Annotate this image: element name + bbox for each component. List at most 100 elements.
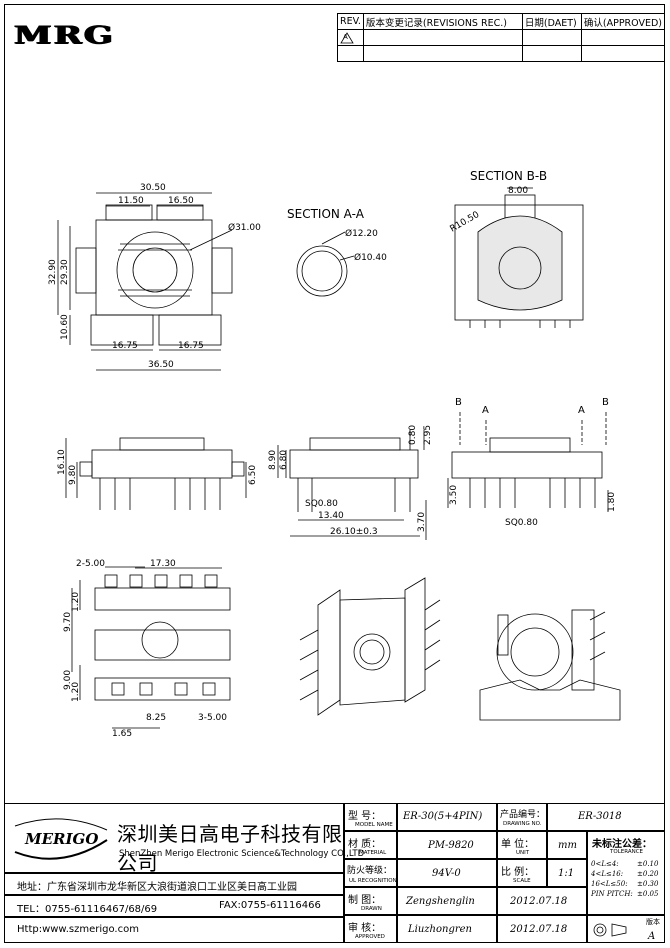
unit-label-en: UNIT <box>516 850 530 856</box>
label-a-right: A <box>578 405 585 416</box>
dim-top-dia31: Ø31.00 <box>228 222 261 233</box>
label-a-left: A <box>482 405 489 416</box>
top-view <box>57 192 233 371</box>
engineering-drawing: SECTION A-A SECTION B-B 30.50 11.50 16.5… <box>48 169 621 739</box>
dim-top-29-30: 29.30 <box>60 259 70 285</box>
side-view <box>277 430 427 540</box>
drawn-date: 2012.07.18 <box>510 896 568 907</box>
tel: TEL：0755-61116467/68/69 <box>17 904 158 915</box>
isometric-view-left <box>299 577 441 716</box>
dim-right-3-50: 3.50 <box>449 485 459 505</box>
dim-bottom-1-20-top: 1.20 <box>71 592 81 612</box>
dim-right-sq0-80: SQ0.80 <box>505 518 538 528</box>
dim-front-16-10: 16.10 <box>57 449 67 475</box>
tolerance-row: 0<L≤4: ±0.10 <box>591 860 659 868</box>
approved-value-cell: Liuzhongren <box>397 915 497 943</box>
company-name-cn: 深圳美日高电子科技有限公司 <box>117 822 343 875</box>
section-bb-label: SECTION B-B <box>470 169 547 183</box>
approved-value: Liuzhongren <box>408 924 472 935</box>
ul-value-cell: 94V-0 <box>397 859 497 887</box>
material-value-cell: PM-9820 <box>397 831 497 859</box>
approved-label: 审 核： <box>348 923 382 934</box>
model-label-cell: 型 号： MODEL NAME <box>344 803 397 831</box>
unit-value-cell: mm <box>547 831 587 859</box>
http: Http:www.szmerigo.com <box>17 924 139 935</box>
material-label-en: MATERIAL <box>359 850 387 856</box>
scale-label: 比 例： <box>501 867 535 878</box>
drawn-value: Zengshenglin <box>406 896 475 907</box>
dim-top-16-75-left: 16.75 <box>112 341 138 351</box>
drawing-no-label-en: DRAWING NO. <box>503 821 542 827</box>
model-label-en: MODEL NAME <box>355 822 393 828</box>
material-label: 材 质： <box>348 839 382 850</box>
dim-front-9-80: 9.80 <box>68 465 78 485</box>
drawn-label-cell: 制 图： DRAWN <box>344 887 397 915</box>
ul-value: 94V-0 <box>432 868 461 879</box>
drawn-date-cell: 2012.07.18 <box>497 887 587 915</box>
tolerance-list: 0<L≤4: ±0.10 4<L≤16: ±0.20 16<L≤50: ±0.3… <box>591 859 659 899</box>
unit-value: mm <box>558 840 577 851</box>
title-block: MERIGO 深圳美日高电子科技有限公司 ShenZhen Merigo Ele… <box>4 803 665 943</box>
dim-top-36-50: 36.50 <box>148 360 174 370</box>
unit-label-cell: 单 位： UNIT <box>497 831 547 859</box>
approved-label-en: APPROVED <box>355 934 385 940</box>
model-label: 型 号： <box>348 811 382 822</box>
approved-label-cell: 审 核： APPROVED <box>344 915 397 943</box>
dim-bottom-1-65: 1.65 <box>112 729 132 739</box>
dim-side-8-90: 8.90 <box>268 450 278 470</box>
drawing-no-label: 产品编号： <box>500 810 546 820</box>
dim-side-3-70: 3.70 <box>417 512 427 532</box>
dim-side-0-80: 0.80 <box>408 425 418 445</box>
right-view <box>447 412 609 512</box>
dim-bottom-17-30: 17.30 <box>150 559 176 569</box>
http-cell: Http:www.szmerigo.com <box>4 917 344 943</box>
dim-side-13-40: 13.40 <box>318 511 344 521</box>
dim-top-16-75-right: 16.75 <box>178 341 204 351</box>
rev-triangle-cell: A <box>337 29 364 46</box>
scale-label-en: SCALE <box>513 878 531 884</box>
dim-top-11-50: 11.50 <box>118 196 144 206</box>
material-value: PM-9820 <box>428 840 474 851</box>
bottom-view <box>71 566 231 729</box>
dim-bottom-9-70: 9.70 <box>63 612 73 632</box>
address-cell: 地址：广东省深圳市龙华新区大浪街道浪口工业区美日高工业园 <box>4 873 344 895</box>
tolerance-row: PIN PITCH: ±0.05 <box>591 890 659 898</box>
drawn-value-cell: Zengshenglin <box>397 887 497 915</box>
isometric-view-right <box>479 609 621 721</box>
version-label: 版本 <box>646 918 660 926</box>
label-b-left: B <box>455 397 462 408</box>
tolerance-cell: 未标注公差： TOLERANCE 0<L≤4: ±0.10 4<L≤16: ±0… <box>587 831 665 915</box>
approved-date-cell: 2012.07.18 <box>497 915 587 943</box>
dim-top-10-60: 10.60 <box>60 314 70 340</box>
dim-top-32-90: 32.90 <box>48 259 58 285</box>
dim-bottom-2-5: 2-5.00 <box>76 559 105 569</box>
tolerance-title: 未标注公差： <box>592 839 652 850</box>
dim-side-6-80: 6.80 <box>279 450 289 470</box>
dim-bottom-3-5: 3-5.00 <box>198 713 227 723</box>
dim-bb-8: 8.00 <box>508 186 528 196</box>
approved-date: 2012.07.18 <box>510 924 568 935</box>
brand-name: MERIGO <box>25 830 99 848</box>
drawing-no-value: ER-3018 <box>578 811 622 822</box>
label-b-right: B <box>602 397 609 408</box>
merigo-logo <box>14 818 108 860</box>
section-bb-view <box>454 187 584 328</box>
drawn-label: 制 图： <box>348 895 382 906</box>
drawing-no-label-cell: 产品编号： DRAWING NO. <box>497 803 547 831</box>
ul-label-cell: 防火等级： UL RECOGNITION <box>344 859 397 887</box>
triangle-icon <box>340 32 354 44</box>
dim-bottom-8-25: 8.25 <box>146 713 166 723</box>
dim-top-16-50: 16.50 <box>168 196 194 206</box>
dim-side-sq0-80: SQ0.80 <box>305 499 338 509</box>
dim-bottom-1-20-bottom: 1.20 <box>71 682 81 702</box>
model-value-cell: ER-30(5+4PIN) <box>397 803 497 831</box>
dim-side-2-95: 2.95 <box>423 425 433 445</box>
scale-value: 1:1 <box>558 868 575 879</box>
unit-label: 单 位： <box>501 839 535 850</box>
company-name-en: ShenZhen Merigo Electronic Science&Techn… <box>119 849 365 859</box>
revisions-table: REV. 版本变更记录(REVISIONS REC.) 日期(DAET) 确认(… <box>337 13 666 62</box>
dim-side-26-10: 26.10±0.3 <box>330 527 378 537</box>
tolerance-row: 4<L≤16: ±0.20 <box>591 870 659 878</box>
ul-label-en: UL RECOGNITION <box>349 878 397 884</box>
dim-bb-r10: R10.50 <box>449 210 482 235</box>
